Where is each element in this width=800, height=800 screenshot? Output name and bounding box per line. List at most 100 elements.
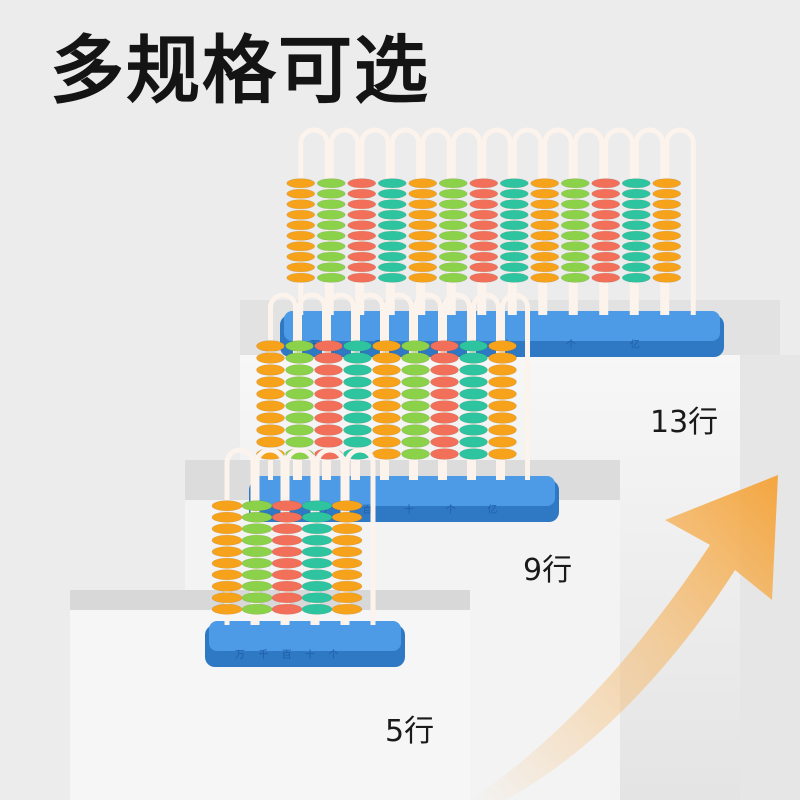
abacus-bead: [316, 272, 346, 283]
growth-arrow-icon: [470, 475, 778, 800]
abacus-rod: [542, 127, 574, 315]
abacus-bead: [372, 436, 401, 448]
abacus-bead: [499, 230, 529, 241]
abacus-bead: [560, 178, 590, 189]
abacus-bead: [430, 352, 459, 364]
abacus-bead: [499, 262, 529, 273]
abacus-bead: [591, 178, 621, 189]
abacus-bead: [314, 412, 343, 424]
abacus-bead: [256, 376, 285, 388]
abacus-bead: [372, 352, 401, 364]
abacus-bead: [499, 209, 529, 220]
abacus-bead: [271, 603, 303, 615]
abacus-bead: [430, 412, 459, 424]
abacus-bead: [285, 436, 314, 448]
abacus-bead: [430, 436, 459, 448]
abacus-bead: [372, 388, 401, 400]
place-label: 千: [258, 649, 268, 661]
abacus-bead: [430, 400, 459, 412]
abacus-bead: [347, 209, 377, 220]
abacus-bead: [438, 230, 468, 241]
abacus-bead: [331, 557, 363, 569]
abacus-bead: [530, 199, 560, 210]
abacus-bead: [285, 412, 314, 424]
abacus-bead: [530, 272, 560, 283]
abacus-rod: [344, 447, 376, 625]
abacus-bead: [372, 412, 401, 424]
abacus-rod: [471, 292, 501, 480]
abacus-bead: [401, 352, 430, 364]
abacus-bead: [271, 523, 303, 535]
abacus-bead: [377, 251, 407, 262]
abacus-bead: [316, 262, 346, 273]
abacus-bead: [314, 352, 343, 364]
abacus-bead: [331, 592, 363, 604]
abacus-rod: [500, 292, 530, 480]
abacus-bead: [314, 400, 343, 412]
abacus-bead: [591, 209, 621, 220]
abacus-bead: [530, 178, 560, 189]
abacus-bead: [652, 230, 682, 241]
abacus-bead: [530, 209, 560, 220]
abacus-bead: [211, 569, 243, 581]
abacus-bead: [285, 400, 314, 412]
abacus-bead: [347, 262, 377, 273]
abacus-bead: [652, 262, 682, 273]
abacus-bead: [469, 230, 499, 241]
abacus-rod: [224, 447, 256, 625]
abacus-bead: [301, 592, 333, 604]
abacus-bead: [469, 262, 499, 273]
abacus-rod: [481, 127, 513, 315]
abacus-bead: [211, 511, 243, 523]
abacus-bead: [469, 199, 499, 210]
place-label: 千: [321, 504, 331, 516]
abacus-bead: [408, 230, 438, 241]
abacus-bead: [347, 188, 377, 199]
place-label: 百: [362, 504, 372, 516]
abacus-bead: [530, 241, 560, 252]
abacus-bead: [377, 272, 407, 283]
abacus-bead: [256, 424, 285, 436]
abacus-rod: [254, 447, 286, 625]
abacus-bead: [488, 424, 517, 436]
abacus-bead: [372, 448, 401, 460]
abacus-bead: [347, 220, 377, 231]
abacus-bead: [316, 220, 346, 231]
abacus-bead: [469, 251, 499, 262]
abacus-bead: [438, 241, 468, 252]
abacus-bead: [316, 178, 346, 189]
abacus-rod: [328, 127, 361, 315]
abacus-bead: [652, 199, 682, 210]
abacus-bead: [314, 424, 343, 436]
abacus-9-rods: 万千百十个亿: [249, 292, 559, 522]
abacus-bead: [438, 199, 468, 210]
abacus-bead: [408, 262, 438, 273]
abacus-bead: [314, 388, 343, 400]
staircase: [70, 300, 800, 800]
abacus-bead: [241, 523, 273, 535]
abacus-bead: [469, 220, 499, 231]
abacus-bead: [430, 388, 459, 400]
abacus-bead: [488, 340, 517, 352]
abacus-bead: [211, 546, 243, 558]
abacus-bead: [652, 209, 682, 220]
abacus-bead: [285, 388, 314, 400]
abacus-bead: [271, 580, 303, 592]
place-label: 亿: [630, 338, 640, 351]
abacus-bead: [488, 376, 517, 388]
abacus-bead: [286, 241, 316, 252]
abacus-bead: [211, 523, 243, 535]
abacus-bead: [621, 209, 651, 220]
abacus-bead: [401, 400, 430, 412]
abacus-bead: [316, 209, 346, 220]
abacus-bead: [652, 220, 682, 231]
abacus-bead: [377, 178, 407, 189]
abacus-bead: [271, 569, 303, 581]
abacus-bead: [560, 262, 590, 273]
abacus-bead: [530, 251, 560, 262]
abacus-bead: [343, 352, 372, 364]
abacus-bead: [408, 220, 438, 231]
abacus-bead: [469, 272, 499, 283]
abacus-bead: [377, 188, 407, 199]
abacus-bead: [652, 241, 682, 252]
